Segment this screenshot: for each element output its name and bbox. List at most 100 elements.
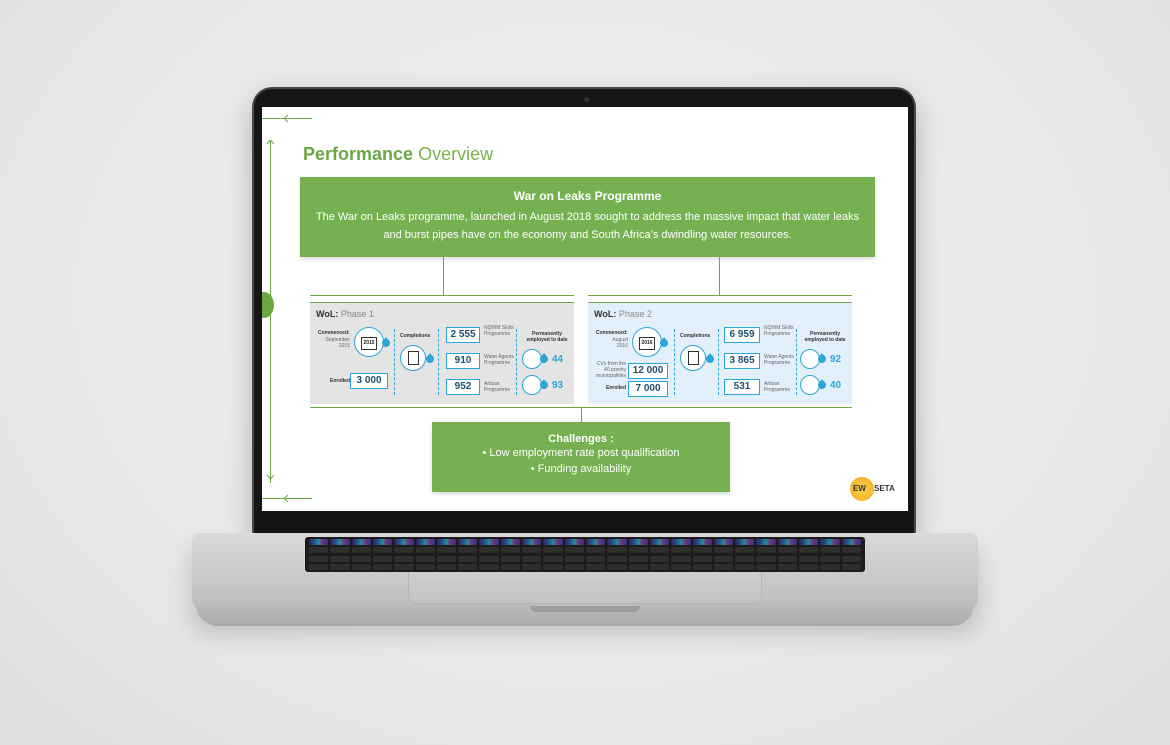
keyboard-key (713, 539, 734, 545)
keyboard-key (756, 547, 776, 554)
challenges-box: Challenges : • Low employment rate post … (432, 422, 730, 492)
phase-label-bold: WoL: (594, 309, 617, 319)
keyboard-key (799, 547, 819, 554)
keyboard-key (372, 555, 393, 562)
calendar-icon: 2015 (354, 327, 384, 357)
keyboard-key (735, 563, 755, 570)
phase-label: Phase 2 (618, 309, 652, 319)
keyboard-key (436, 547, 457, 554)
keyboard-key (500, 555, 521, 562)
commenced-value: August 2016 (612, 337, 628, 349)
keyboard-key (671, 555, 691, 562)
logo-sun-icon (850, 477, 874, 501)
keyboard-key (713, 563, 734, 570)
keyboard-key (777, 563, 798, 570)
calendar-icon: 2016 (632, 327, 662, 357)
keyboard-key (479, 563, 499, 570)
phase-label: Phase 1 (340, 309, 374, 319)
keyboard-key (585, 539, 606, 545)
keyboard-key (458, 555, 478, 562)
keyboard-key (820, 547, 840, 554)
keyboard-key (372, 539, 393, 545)
enrolled-label: Enrolled (330, 378, 351, 384)
phase-label-bold: WoL: (316, 309, 339, 319)
keyboard-key (330, 555, 350, 562)
keyboard-key (649, 563, 670, 570)
challenge-item: • Low employment rate post qualification (482, 447, 680, 459)
keyboard-key (841, 547, 861, 554)
keyboard-key (585, 563, 606, 570)
keyboard-key (522, 539, 542, 545)
keyboard-key (692, 547, 712, 554)
employed-value: 44 (552, 354, 564, 365)
divider (394, 329, 395, 395)
employed-label: Permanently employed to date (526, 331, 568, 343)
cvs-value: 12 000 (628, 363, 668, 379)
keyboard-key (628, 563, 648, 570)
keyboard-key (735, 555, 755, 562)
keyboard-key (628, 547, 648, 554)
completion-label: Water Agents Programme (484, 354, 514, 366)
keyboard-key (330, 547, 350, 554)
phase-2-panel: WoL: Phase 2 Commenced: August 2016 2016… (588, 302, 852, 404)
keyboard-key (394, 555, 414, 562)
keyboard-key (522, 563, 542, 570)
keyboard-key (415, 563, 435, 570)
keyboard-key (500, 547, 521, 554)
arrow-up-icon (266, 140, 275, 150)
keyboard-key (330, 539, 350, 545)
keyboard-key (671, 539, 691, 545)
phase-1-heading: WoL: Phase 1 (316, 309, 374, 319)
keyboard-key (671, 547, 691, 554)
completion-label: Water Agents Programme (764, 354, 794, 366)
keyboard-key (585, 547, 606, 554)
completion-label: Artisan Programme (764, 381, 791, 393)
keyboard-key (713, 547, 734, 554)
keyboard-key (479, 555, 499, 562)
challenge-item: • Funding availability (530, 463, 632, 475)
keyboard-key (436, 539, 457, 545)
laptop-bezel (256, 511, 912, 533)
keyboard-key (841, 563, 861, 570)
challenges-title: Challenges : (548, 433, 614, 445)
keyboard-key (649, 555, 670, 562)
connector-line (581, 407, 582, 422)
completion-value: 3 865 (724, 353, 760, 369)
keyboard-key (820, 539, 840, 545)
water-drop-icon (704, 353, 716, 365)
completions-label: Completions (400, 333, 431, 339)
keyboard-key (735, 539, 755, 545)
keyboard-key (458, 539, 478, 545)
keyboard-key (543, 547, 563, 554)
keyboard-key (799, 555, 819, 562)
keyboard-key (564, 563, 584, 570)
divider (438, 329, 439, 395)
document-check-icon (400, 345, 426, 371)
keyboard-key (628, 539, 648, 545)
calendar-year: 2016 (639, 337, 655, 350)
keyboard-key (607, 563, 627, 570)
keyboard-key (522, 547, 542, 554)
employed-value: 92 (830, 354, 842, 365)
employed-label: Permanently employed to date (804, 331, 846, 343)
logo-ew: EW (853, 484, 866, 493)
keyboard-key (649, 547, 670, 554)
divider (674, 329, 675, 395)
war-on-leaks-banner: War on Leaks Programme The War on Leaks … (300, 177, 875, 257)
keyboard-key (799, 539, 819, 545)
keyboard-key (479, 539, 499, 545)
keyboard-key (394, 539, 414, 545)
keyboard-key (585, 555, 606, 562)
commenced-value: September 2015 (325, 337, 350, 349)
keyboard-key (607, 539, 627, 545)
connector-line (310, 295, 574, 296)
keyboard-key (351, 547, 371, 554)
keyboard-key (607, 547, 627, 554)
divider (718, 329, 719, 395)
connector-line (588, 295, 852, 296)
keyboard-key (309, 539, 329, 545)
calendar-year: 2015 (361, 337, 377, 350)
keyboard-key (777, 555, 798, 562)
arrow-left-icon (284, 494, 294, 503)
enrolled-label: Enrolled (606, 385, 627, 391)
